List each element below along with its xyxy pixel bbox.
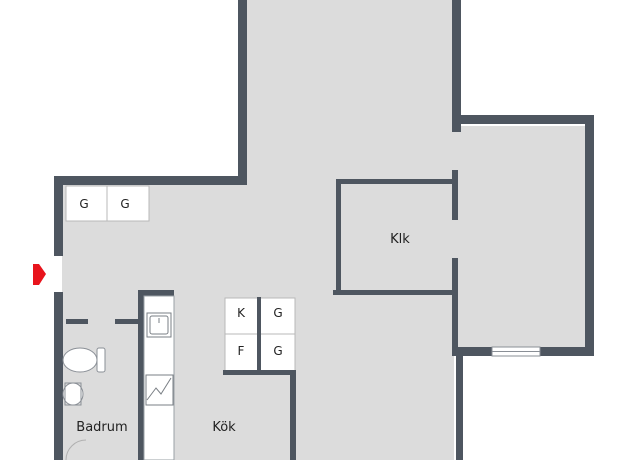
window <box>491 346 541 357</box>
room-label-badrum: Badrum <box>76 420 127 435</box>
kitchen-appliance-label-g1: G <box>273 306 282 320</box>
kitchen-appliance-label-g2: G <box>273 344 282 358</box>
hall-appliance-label-g1: G <box>79 197 88 211</box>
cabinet-dividers <box>106 186 295 335</box>
room-label-kok: Kök <box>212 420 236 435</box>
kitchen-counter <box>143 295 175 460</box>
sink-icon <box>146 312 172 338</box>
shower-icon <box>65 439 87 460</box>
hall-appliance-label-g2: G <box>120 197 129 211</box>
walls <box>54 0 594 460</box>
room-label-klk: Klk <box>390 232 410 247</box>
stove-icon <box>145 374 174 406</box>
kitchen-appliance-label-k: K <box>237 306 246 320</box>
toilet-icon <box>62 347 106 373</box>
kitchen-appliance-label-f: F <box>238 344 245 358</box>
washbasin-icon <box>62 382 84 406</box>
entrance-arrow-icon <box>33 264 46 285</box>
